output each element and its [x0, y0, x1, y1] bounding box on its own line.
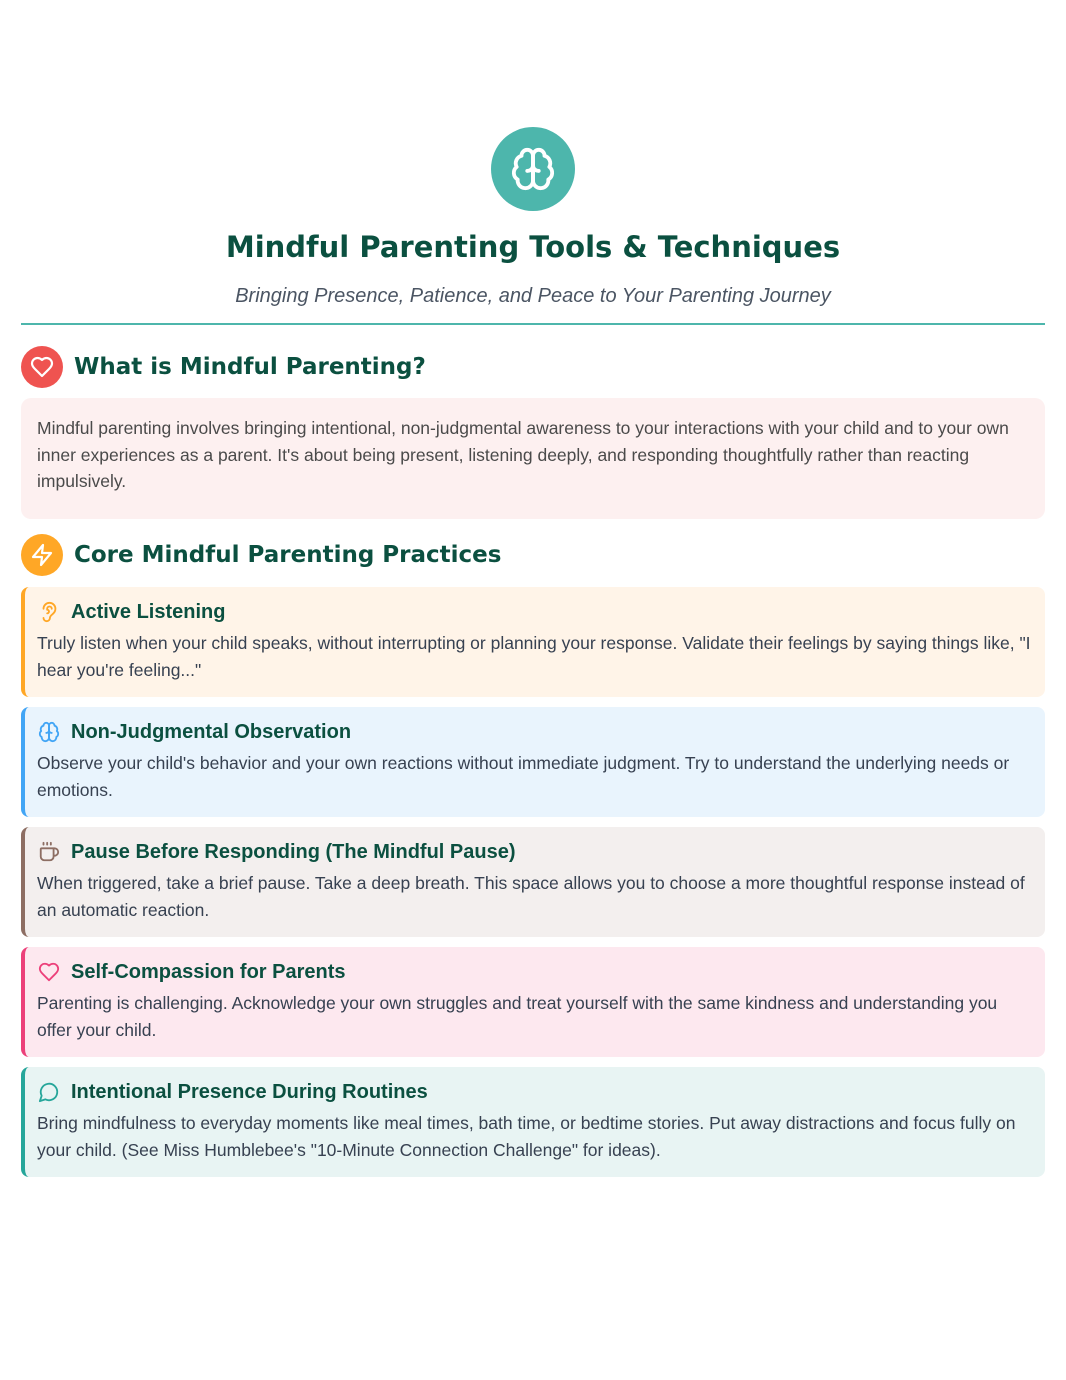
practice-title: Non-Judgmental Observation: [71, 720, 352, 743]
brain-icon: [511, 147, 555, 191]
practices-heading: Core Mindful Parenting Practices: [74, 542, 502, 568]
intro-icon-badge: [21, 346, 63, 388]
practice-title: Active Listening: [71, 600, 226, 623]
practice-description: Truly listen when your child speaks, wit…: [37, 633, 1031, 680]
intro-section-header: What is Mindful Parenting?: [21, 346, 426, 388]
intro-heading: What is Mindful Parenting?: [74, 354, 426, 380]
practice-title: Pause Before Responding (The Mindful Pau…: [71, 840, 516, 863]
header-divider: [21, 323, 1045, 325]
page-subtitle: Bringing Presence, Patience, and Peace t…: [235, 285, 831, 307]
intro-box: Mindful parenting involves bringing inte…: [21, 398, 1045, 519]
practice-description: Parenting is challenging. Acknowledge yo…: [37, 993, 998, 1040]
chat-bubble-icon: [37, 1080, 61, 1104]
practice-title: Self-Compassion for Parents: [71, 960, 346, 983]
brain-icon: [37, 720, 61, 744]
practice-description: Observe your child's behavior and your o…: [37, 753, 1010, 800]
practices-section-header: Core Mindful Parenting Practices: [21, 534, 501, 576]
practice-card-intentional-presence: Intentional Presence During Routines Bri…: [21, 1067, 1045, 1177]
practice-description: Bring mindfulness to everyday moments li…: [37, 1113, 1016, 1160]
heart-icon: [30, 356, 54, 378]
ear-icon: [37, 600, 61, 624]
heart-icon: [37, 960, 61, 984]
practice-description: When triggered, take a brief pause. Take…: [37, 873, 1025, 920]
coffee-cup-icon: [37, 840, 61, 864]
practice-title: Intentional Presence During Routines: [71, 1080, 428, 1103]
intro-text: Mindful parenting involves bringing inte…: [37, 418, 1009, 491]
page-title: Mindful Parenting Tools & Techniques: [225, 230, 841, 264]
practice-card-self-compassion: Self-Compassion for Parents Parenting is…: [21, 947, 1045, 1057]
practice-card-active-listening: Active Listening Truly listen when your …: [21, 587, 1045, 697]
practice-card-non-judgmental-observation: Non-Judgmental Observation Observe your …: [21, 707, 1045, 817]
header-logo: [491, 127, 575, 211]
practices-icon-badge: [21, 534, 63, 576]
practice-card-mindful-pause: Pause Before Responding (The Mindful Pau…: [21, 827, 1045, 937]
lightning-icon: [31, 543, 53, 567]
